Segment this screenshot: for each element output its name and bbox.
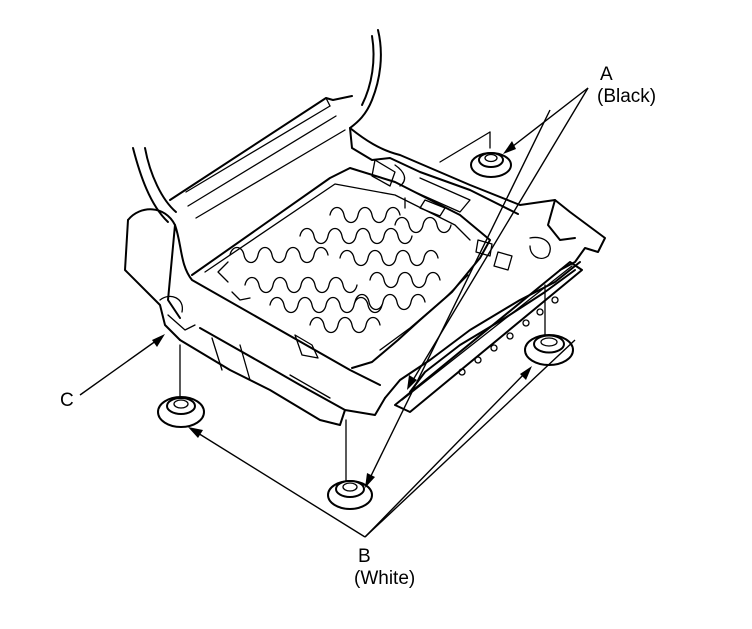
grommet-b-front: [327, 480, 373, 510]
grommet-b-rear: [524, 334, 574, 366]
guide-lines: [179, 131, 546, 483]
callout-c-letter: C: [60, 390, 74, 411]
seat-pan: [191, 167, 491, 369]
seat-frame: [124, 127, 606, 426]
callout-b-letter: B: [358, 546, 371, 567]
leader-c: [79, 334, 165, 396]
leader-b: [188, 109, 576, 538]
grommet-b-left: [157, 396, 205, 428]
grommet-a: [470, 152, 512, 178]
seat-springs: [217, 206, 452, 334]
seat-back: [132, 29, 382, 223]
callout-a-note: (Black): [597, 86, 657, 107]
callout-a-letter: A: [600, 64, 613, 85]
seat-rail: [394, 261, 583, 413]
callout-b-note: (White): [354, 568, 416, 589]
